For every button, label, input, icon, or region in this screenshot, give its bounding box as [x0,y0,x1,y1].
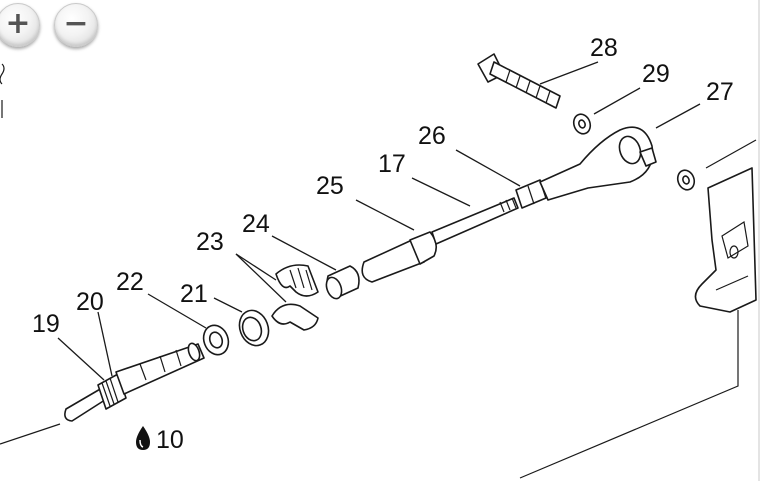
viewer-border [758,0,760,481]
callouts: 28 29 27 26 17 25 24 23 22 21 20 19 10 [32,34,734,454]
callout-20: 20 [76,288,104,316]
cropped-edge-text [0,63,5,118]
zoom-in-button[interactable]: + [0,3,40,47]
washer-29 [572,113,592,135]
callout-10: 10 [156,426,184,454]
leader-lines [57,61,701,381]
sleeve-and-rod [361,197,519,283]
callout-19: 19 [32,310,60,338]
bolt-28 [477,53,561,109]
ring-21 [238,309,270,347]
callout-23: 23 [196,228,224,256]
callout-26: 26 [418,122,446,150]
plus-icon: + [5,5,31,41]
rod-end-assembly [515,126,657,209]
reference-lines [0,139,757,479]
callout-27: 27 [706,78,734,106]
washer-22 [202,324,230,356]
cable [64,387,109,422]
washer-27 [676,169,696,191]
minus-icon: − [63,5,89,41]
zoom-out-button[interactable]: − [54,3,98,47]
mounting-bracket [694,167,757,313]
callout-17: 17 [378,150,406,178]
cable-fitting [97,342,205,410]
oil-drop-icon [136,426,150,450]
callout-24: 24 [242,210,270,238]
callout-25: 25 [316,172,344,200]
callout-28: 28 [590,34,618,62]
cap-24 [325,265,360,300]
callout-22: 22 [116,268,144,296]
callout-29: 29 [642,60,670,88]
collet-23 [271,264,319,331]
callout-21: 21 [180,280,208,308]
